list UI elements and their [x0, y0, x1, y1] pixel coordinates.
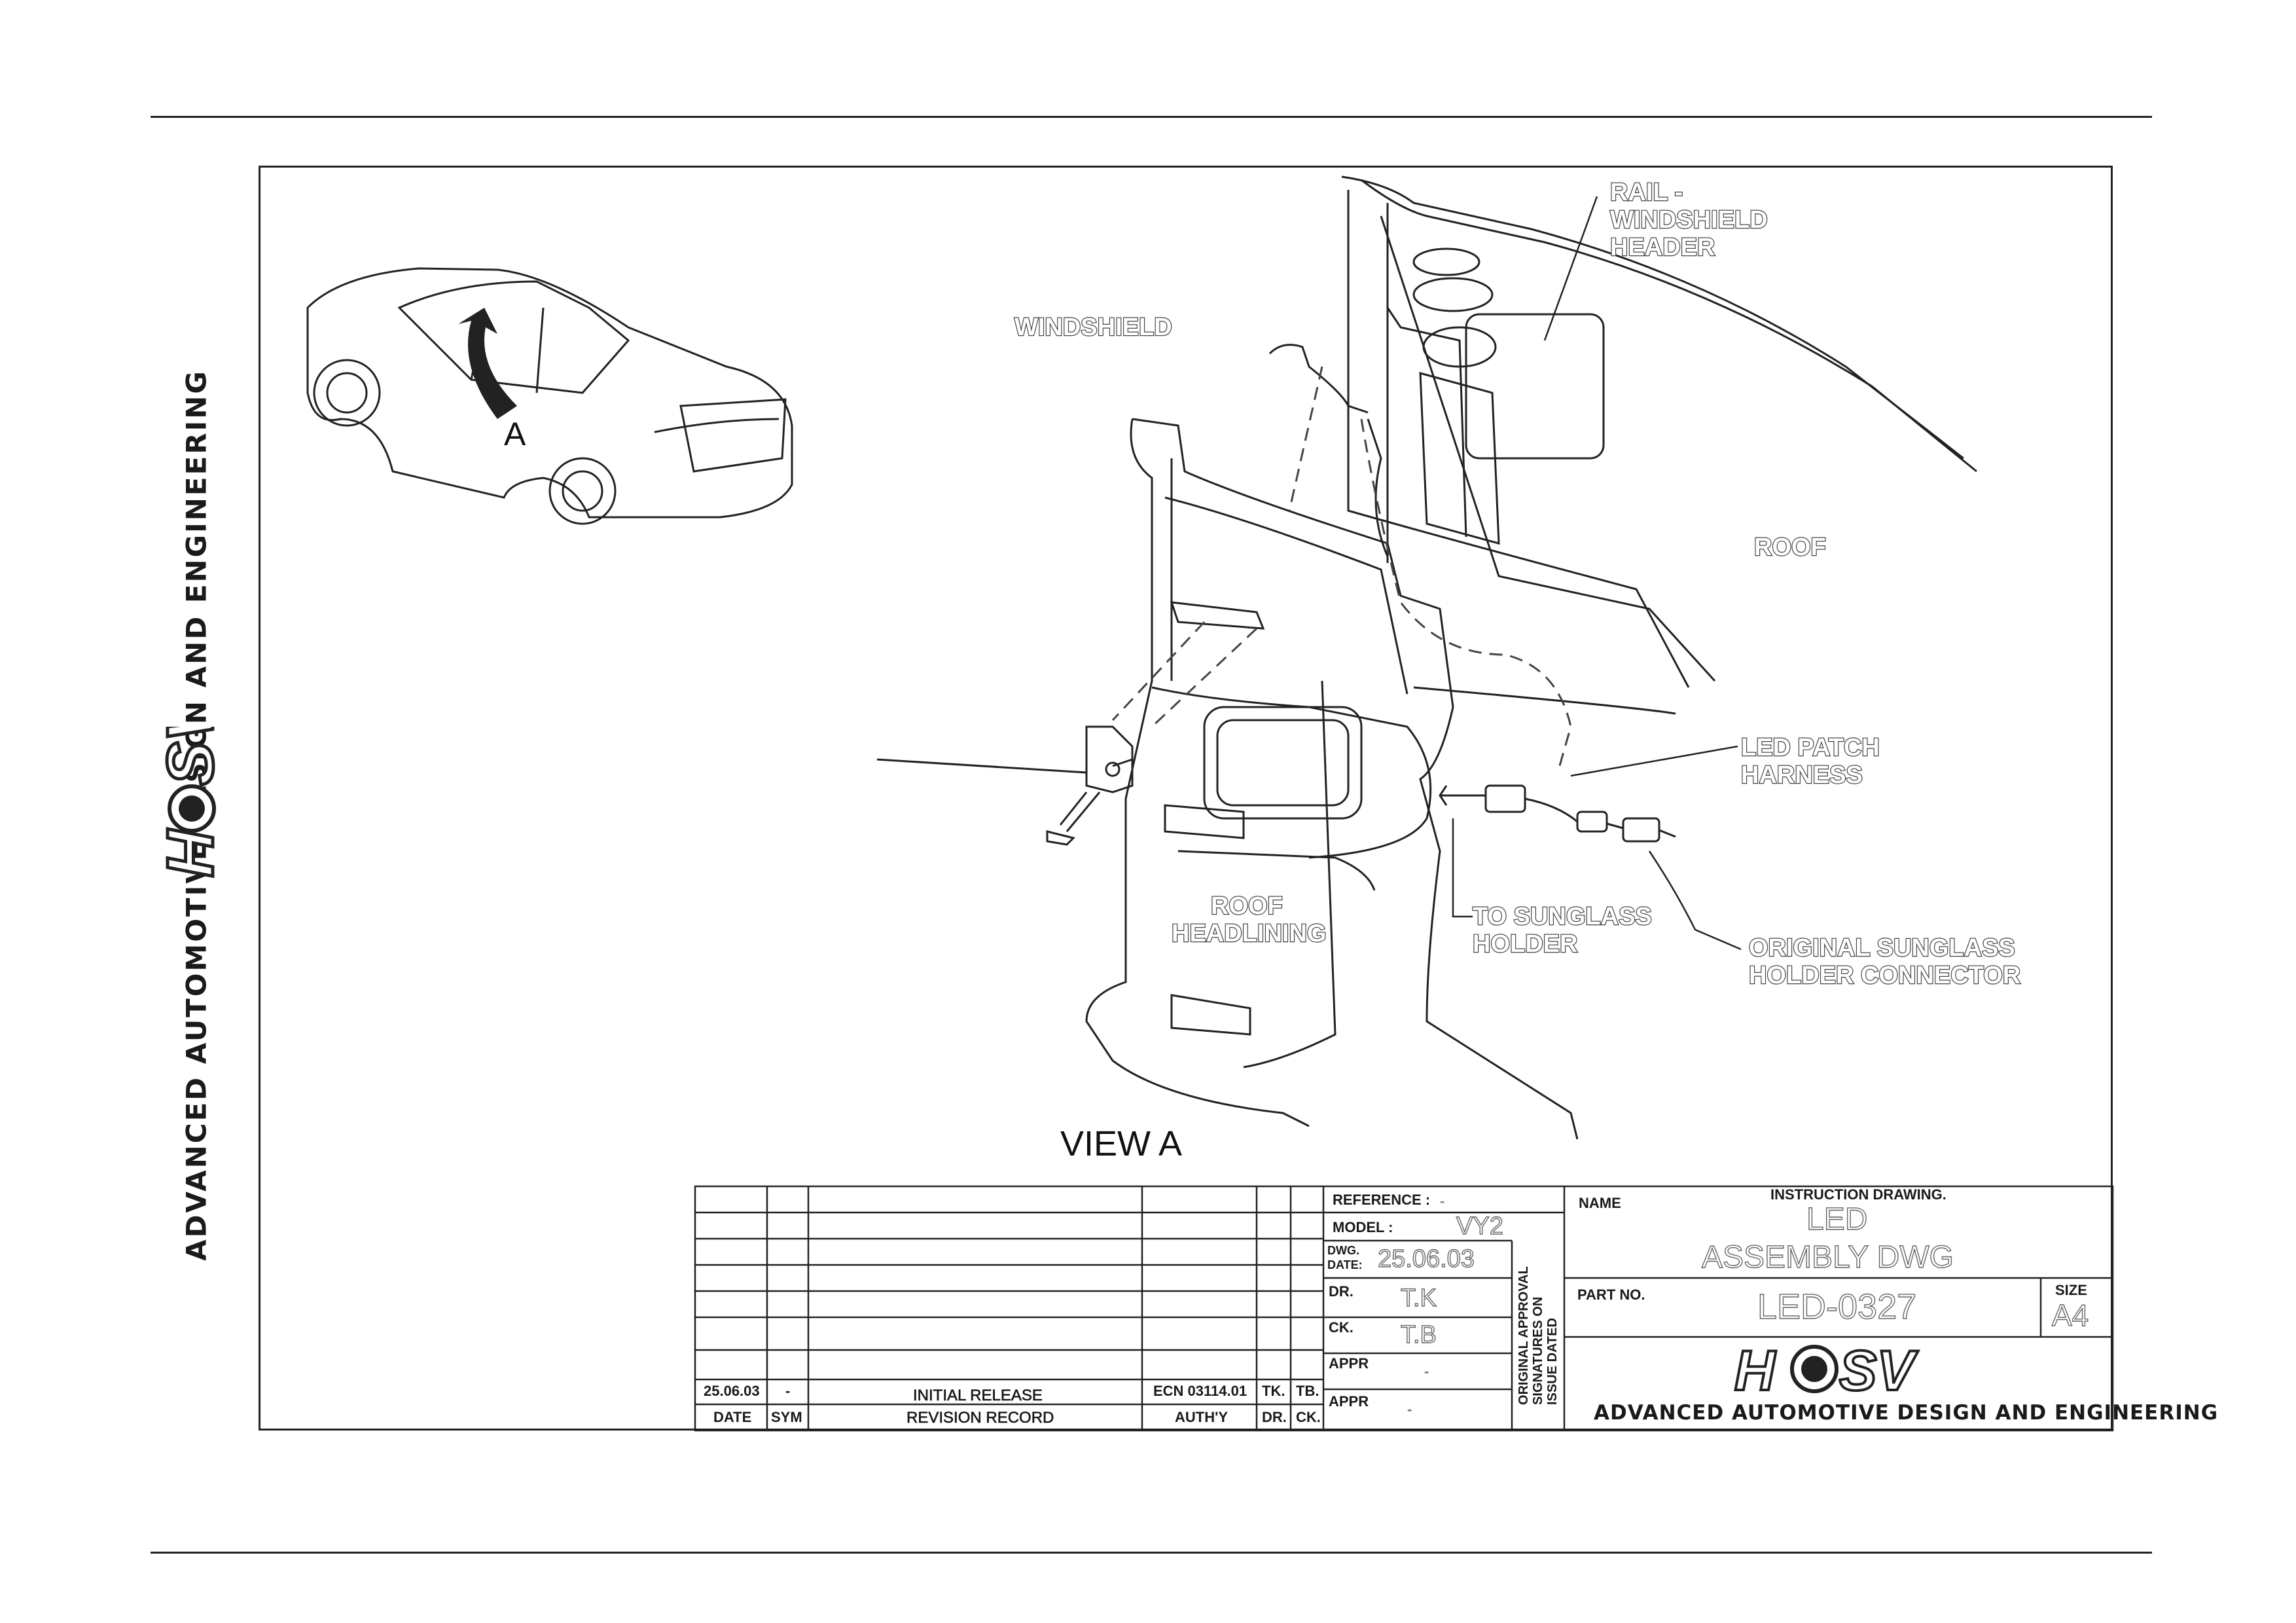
top-rule — [151, 116, 2152, 118]
rev-header-record: REVISION RECORD — [906, 1409, 1054, 1427]
callout-roof-headlining-2: HEADLINING — [1172, 920, 1326, 947]
callout-original-connector-1: ORIGINAL SUNGLASS — [1749, 934, 2015, 962]
rev-row-ck: TB. — [1296, 1383, 1319, 1399]
instruction-label: INSTRUCTION DRAWING. — [1770, 1186, 1946, 1203]
rev-header-sym: SYM — [771, 1409, 802, 1425]
callout-to-sunglass-2: HOLDER — [1473, 930, 1577, 958]
ck-label: CK. — [1329, 1319, 1354, 1336]
approval-note-line-2: SIGNATURES ON — [1531, 1296, 1545, 1405]
approval-note: ORIGINAL APPROVAL SIGNATURES ON ISSUE DA… — [1516, 1266, 1560, 1405]
callout-to-sunglass-1: TO SUNGLASS — [1473, 903, 1652, 930]
appr1-label: APPR — [1329, 1355, 1369, 1372]
svg-text:SV: SV — [1839, 1340, 1918, 1398]
rev-header-auth: AUTH'Y — [1175, 1409, 1229, 1425]
callout-led-patch-2: HARNESS — [1741, 761, 1863, 789]
reference-value: - — [1440, 1193, 1445, 1209]
rev-header-dr: DR. — [1262, 1409, 1287, 1425]
reference-label: REFERENCE : — [1333, 1192, 1431, 1208]
connectors — [1439, 784, 1676, 843]
headlining-sketch — [1085, 175, 1977, 1140]
rev-row-record: INITIAL RELEASE — [913, 1387, 1043, 1405]
callout-roof-headlining-1: ROOF — [1211, 892, 1283, 920]
model-value: VY2 — [1456, 1212, 1503, 1240]
rev-row-sym: - — [785, 1383, 791, 1399]
dwg-date-value: 25.06.03 — [1377, 1245, 1475, 1273]
callout-led-patch-1: LED PATCH — [1741, 734, 1880, 761]
name-line-1: LED — [1806, 1201, 1868, 1237]
callout-roof: ROOF — [1754, 534, 1826, 561]
callout-windshield: WINDSHIELD — [1014, 314, 1172, 341]
part-no-value: LED-0327 — [1757, 1286, 1917, 1326]
callout-rail-2: WINDSHIELD — [1610, 206, 1768, 234]
rev-row-auth: ECN 03114.01 — [1153, 1383, 1247, 1399]
callout-original-connector-2: HOLDER CONNECTOR — [1749, 962, 2020, 989]
svg-text:H: H — [154, 829, 227, 877]
rev-row-dr: TK. — [1262, 1383, 1285, 1399]
svg-text:H: H — [1734, 1340, 1776, 1398]
hsv-logo-icon: H SV — [1733, 1339, 1920, 1398]
side-logo: H SV — [147, 727, 252, 897]
title-block-logo: H SV — [1728, 1339, 1937, 1398]
model-label: MODEL : — [1333, 1219, 1393, 1235]
size-value: A4 — [2051, 1298, 2089, 1332]
dwg-date-label-2: DATE: — [1327, 1258, 1363, 1271]
hsv-logo-icon: H SV — [152, 727, 229, 879]
callout-rail-3: HEADER — [1610, 234, 1715, 261]
svg-text:SV: SV — [154, 727, 227, 786]
appr2-label: APPR — [1329, 1393, 1369, 1410]
bottom-rule — [151, 1552, 2152, 1554]
lift-arrow — [458, 308, 517, 419]
view-marker: A — [504, 416, 526, 452]
name-line-2: ASSEMBLY DWG — [1701, 1239, 1954, 1275]
ck-value: T.B — [1400, 1321, 1437, 1349]
name-label: NAME — [1579, 1195, 1621, 1211]
title-block-grid — [694, 1185, 2114, 1432]
dr-value: T.K — [1400, 1284, 1437, 1312]
title-block-tagline: ADVANCED AUTOMOTIVE DESIGN AND ENGINEERI… — [1594, 1401, 2219, 1425]
dr-label: DR. — [1329, 1283, 1354, 1300]
appr1-value: - — [1424, 1363, 1429, 1379]
leader-lines — [1452, 196, 1742, 951]
rev-header-date: DATE — [713, 1409, 752, 1425]
callout-rail-1: RAIL - — [1610, 179, 1683, 206]
rev-row-date: 25.06.03 — [704, 1383, 760, 1399]
view-title: VIEW A — [1060, 1124, 1182, 1163]
bracket-and-screw — [876, 725, 1134, 846]
car-sketch — [306, 267, 793, 525]
appr2-value: - — [1407, 1401, 1412, 1417]
part-no-label: PART NO. — [1577, 1286, 1645, 1303]
harness-path — [1111, 366, 1572, 773]
approval-note-line-1: ORIGINAL APPROVAL — [1516, 1266, 1531, 1405]
approval-note-line-3: ISSUE DATED — [1545, 1317, 1560, 1405]
drawing-frame — [259, 166, 2113, 1431]
size-label: SIZE — [2055, 1282, 2087, 1298]
rev-header-ck: CK. — [1296, 1409, 1321, 1425]
dwg-date-label-1: DWG. — [1327, 1244, 1359, 1257]
